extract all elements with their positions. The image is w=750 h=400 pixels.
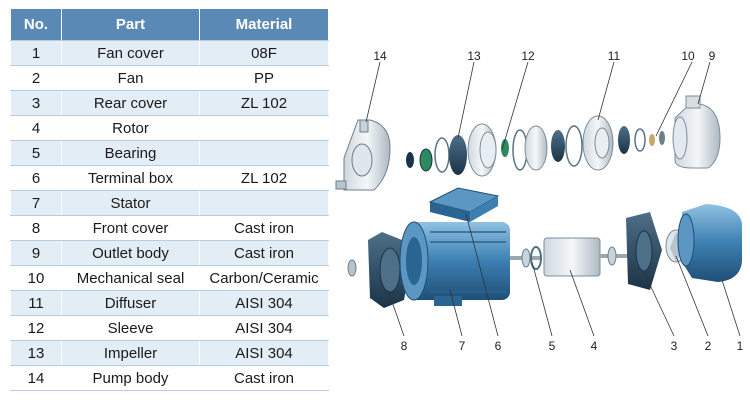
terminal-box-6: [428, 187, 500, 222]
callout-4: 4: [591, 339, 598, 353]
cell-material: PP: [199, 65, 329, 91]
sleeve-12: [501, 125, 548, 171]
header-no: No.: [10, 8, 62, 41]
cell-part: Fan cover: [61, 40, 200, 66]
cell-part: Rear cover: [61, 90, 200, 116]
cell-no: 11: [10, 290, 62, 316]
outlet-body-9: [672, 95, 721, 169]
rear-cover-3: [626, 212, 662, 290]
callout-10: 10: [681, 49, 695, 63]
callout-7: 7: [459, 339, 466, 353]
cell-no: 7: [10, 190, 62, 216]
cell-part: Sleeve: [61, 315, 200, 341]
rotor-4: [543, 237, 630, 277]
callout-6: 6: [495, 339, 502, 353]
cell-material: [199, 190, 329, 216]
cell-no: 6: [10, 165, 62, 191]
cell-material: AISI 304: [199, 340, 329, 366]
cell-no: 4: [10, 115, 62, 141]
bearing-5: [510, 246, 542, 270]
cell-material: Cast iron: [199, 240, 329, 266]
callout-5: 5: [549, 339, 556, 353]
callout-2: 2: [705, 339, 712, 353]
callout-8: 8: [401, 339, 408, 353]
header-part: Part: [61, 8, 200, 41]
cell-material: ZL 102: [199, 90, 329, 116]
cell-material: Cast iron: [199, 215, 329, 241]
cell-material: AISI 304: [199, 315, 329, 341]
cell-material: AISI 304: [199, 290, 329, 316]
cell-part: Diffuser: [61, 290, 200, 316]
cell-no: 5: [10, 140, 62, 166]
cell-material: Cast iron: [199, 365, 329, 391]
pump-body-14: [335, 119, 391, 191]
cell-part: Rotor: [61, 115, 200, 141]
diffuser-11: [551, 115, 614, 171]
cell-part: Outlet body: [61, 240, 200, 266]
cell-no: 9: [10, 240, 62, 266]
table-header-row: No. Part Material: [10, 8, 329, 41]
seal-ring-small: [406, 148, 433, 172]
front-cover-8: [347, 232, 410, 308]
diffuser-disc-1: [467, 123, 497, 177]
cell-no: 1: [10, 40, 62, 66]
header-material: Material: [199, 8, 329, 41]
callout-9: 9: [709, 49, 716, 63]
callout-14: 14: [373, 49, 387, 63]
cell-part: Fan: [61, 65, 200, 91]
cell-part: Pump body: [61, 365, 200, 391]
cell-no: 8: [10, 215, 62, 241]
mechanical-seal-10: [618, 126, 665, 154]
cell-part: Stator: [61, 190, 200, 216]
cell-part: Terminal box: [61, 165, 200, 191]
impeller-13: [434, 135, 467, 175]
leader-lines: [365, 61, 741, 337]
stator-7: [399, 221, 510, 306]
callout-1: 1: [737, 339, 744, 353]
callout-11: 11: [608, 49, 621, 63]
callout-3: 3: [671, 339, 678, 353]
exploded-pump-diagram: 14 13 12 11 10 9 8 7 6 5 4 3 2 1: [335, 49, 744, 353]
cell-material: 08F: [199, 40, 329, 66]
cell-no: 2: [10, 65, 62, 91]
cell-part: Front cover: [61, 215, 200, 241]
cell-part: Impeller: [61, 340, 200, 366]
cell-part: Bearing: [61, 140, 200, 166]
cell-material: Carbon/Ceramic: [199, 265, 329, 291]
cell-no: 3: [10, 90, 62, 116]
cell-no: 12: [10, 315, 62, 341]
fan-cover-1: [677, 204, 742, 282]
cell-part: Mechanical seal: [61, 265, 200, 291]
cell-no: 13: [10, 340, 62, 366]
cell-no: 14: [10, 365, 62, 391]
cell-material: [199, 140, 329, 166]
callout-13: 13: [467, 49, 481, 63]
cell-material: [199, 115, 329, 141]
cell-material: ZL 102: [199, 165, 329, 191]
cell-no: 10: [10, 265, 62, 291]
callout-12: 12: [521, 49, 535, 63]
